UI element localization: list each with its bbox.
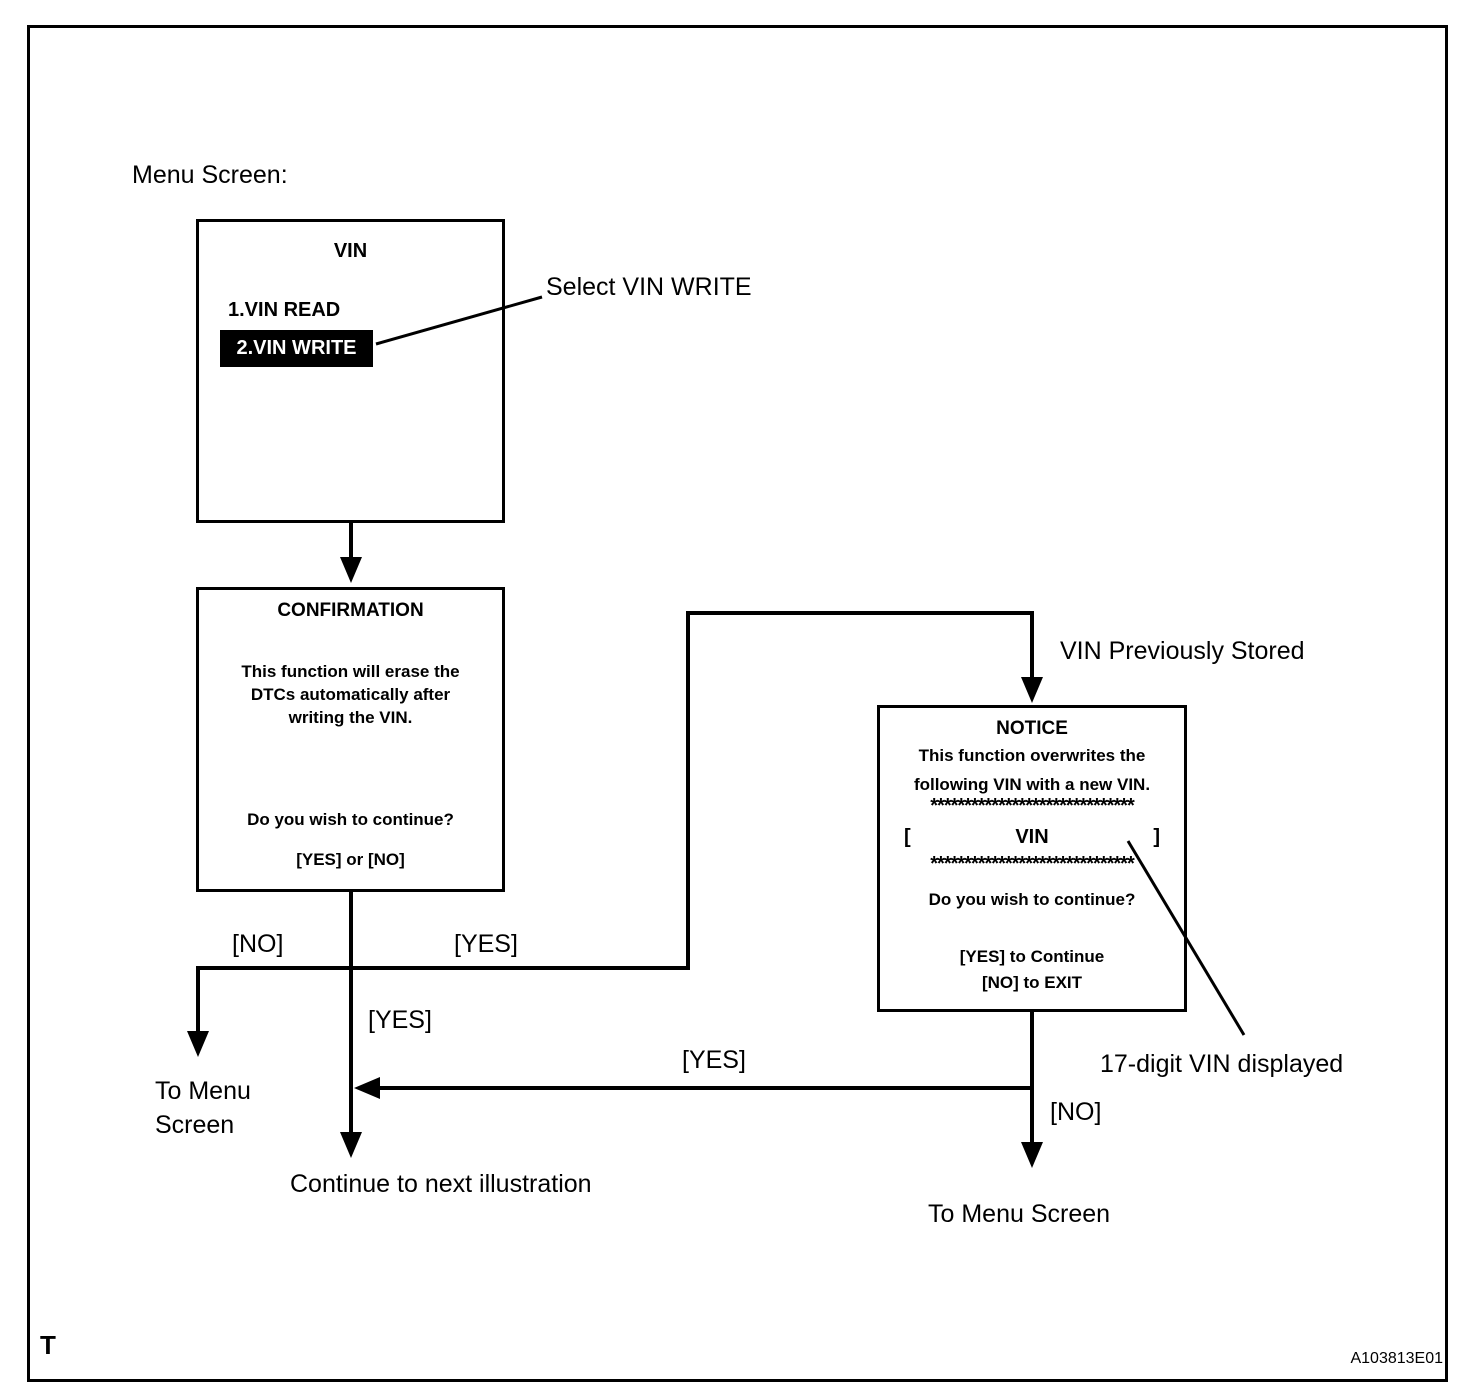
notice-body: This function overwrites the following V… [880,741,1184,799]
branch-label-confirmation-no: [NO] [232,930,284,958]
branch-label-notice-no: [NO] [1050,1098,1102,1126]
notice-body-line2: following VIN with a new VIN. [913,775,1151,794]
branch-label-confirmation-yes-right: [YES] [454,930,518,958]
to-menu-screen-left-label: To Menu Screen [155,1074,251,1142]
menu-item-vin-write-highlighted: 2.VIN WRITE [220,330,373,367]
arrow-line-notice-yes [378,1086,1032,1090]
branch-label-confirmation-yes-down: [YES] [368,1006,432,1034]
vin-menu-screen-box: VIN 1.VIN READ 2.VIN WRITE [196,219,505,523]
notice-vin-field: [ VIN ] [880,824,1184,850]
confirmation-title: CONFIRMATION [277,600,424,621]
notice-title: NOTICE [996,718,1068,739]
to-menu-left-line1: To Menu [155,1077,251,1105]
arrow-line-into-notice [1030,611,1034,679]
arrow-line-no-to-menu [196,966,200,1032]
confirmation-screen-box: CONFIRMATION This function will erase th… [196,587,505,892]
notice-screen-box: NOTICE This function overwrites the foll… [877,705,1187,1012]
arrowhead-vin-to-confirmation [340,557,362,583]
figure-code: A103813E01 [1350,1350,1443,1367]
confirmation-options: [YES] or [NO] [296,850,405,869]
vin-menu-title: VIN [333,240,368,262]
arrowhead-into-notice [1021,677,1043,703]
notice-body-line1: This function overwrites the [918,746,1146,765]
figure-border [27,25,1448,1382]
arrowhead-continue-next [340,1132,362,1158]
menu-item-vin-read: 1.VIN READ [228,299,341,321]
vin-17-digit-callout: 17-digit VIN displayed [1100,1050,1344,1078]
notice-question: Do you wish to continue? [928,890,1136,909]
confirmation-body-line2: DTCs automatically after [250,685,451,704]
select-vin-write-callout: Select VIN WRITE [546,273,752,301]
menu-screen-heading: Menu Screen: [132,161,288,189]
confirmation-question: Do you wish to continue? [247,810,454,829]
arrowhead-no-to-menu [187,1031,209,1057]
arrow-line-confirmation-down [349,892,353,1132]
notice-separator-bottom: ****************************** [930,853,1135,875]
vin-field-close-bracket: ] [1153,826,1160,848]
vin-field-label: VIN [1015,826,1049,848]
confirmation-body: This function will erase the DTCs automa… [199,660,502,729]
notice-yes-instruction: [YES] to Continue [959,947,1105,966]
confirmation-body-line3: writing the VIN. [288,708,413,727]
to-menu-screen-right-label: To Menu Screen [928,1200,1111,1228]
branch-label-notice-yes: [YES] [682,1046,746,1074]
arrowhead-notice-no [1021,1142,1043,1168]
arrow-line-notice-no-down [1030,1012,1034,1144]
confirmation-body-line1: This function will erase the [241,662,460,681]
arrowhead-notice-yes [354,1077,380,1099]
branch-line-confirmation [196,966,690,970]
continue-next-illustration-label: Continue to next illustration [290,1170,592,1198]
vin-field-open-bracket: [ [904,826,911,848]
notice-separator-top: ****************************** [930,795,1135,817]
notice-no-instruction: [NO] to EXIT [981,973,1083,992]
to-menu-left-line2: Screen [155,1111,235,1139]
corner-mark: T [40,1330,56,1360]
arrow-line-vin-to-confirmation [349,523,353,561]
vin-previously-stored-callout: VIN Previously Stored [1060,637,1305,665]
connector-line-yes-up [686,611,690,970]
connector-line-top [686,611,1034,615]
